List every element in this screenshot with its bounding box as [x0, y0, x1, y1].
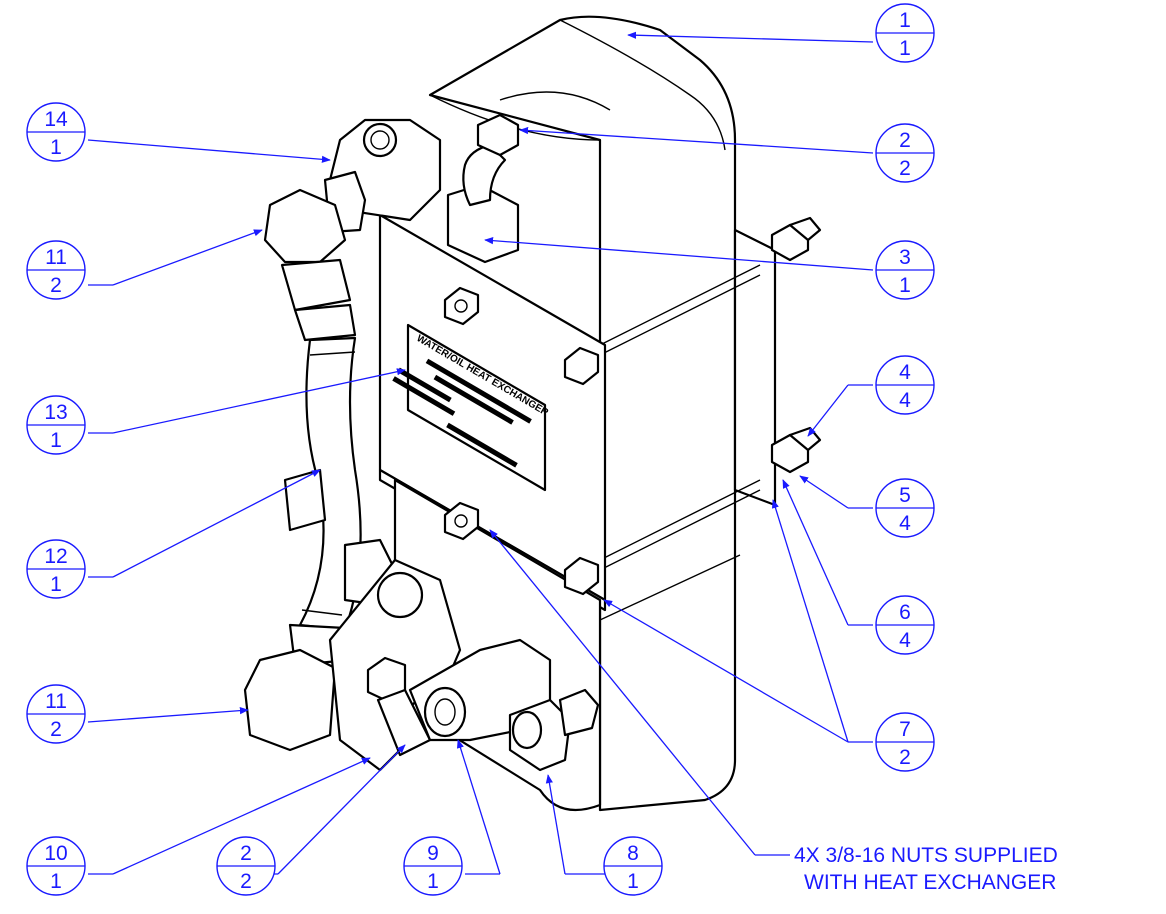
balloon-quantity: 4: [899, 512, 911, 535]
balloon-item-number: 4: [899, 361, 911, 384]
leader-lines: [87, 31, 874, 875]
balloon-item-number: 2: [899, 129, 911, 152]
balloon-quantity: 2: [50, 718, 62, 741]
balloon-item-number: 10: [44, 842, 67, 865]
leader-note-b: [489, 529, 756, 856]
leader-11-bot: [87, 707, 249, 723]
balloon-quantity: 1: [50, 429, 62, 452]
leader-14: [87, 139, 331, 163]
balloon-item-number: 11: [45, 690, 67, 713]
balloon-quantity: 1: [899, 37, 911, 60]
balloon-item-9: 91: [403, 836, 463, 896]
balloon-item-4: 44: [875, 355, 935, 415]
balloon-item-number: 7: [899, 718, 911, 741]
leader-2-top: [519, 126, 874, 154]
nuts-note: 4X 3/8-16 NUTS SUPPLIED WITH HEAT EXCHAN…: [794, 844, 1058, 894]
balloon-quantity: 2: [899, 157, 911, 180]
balloon-item-number: 9: [427, 842, 439, 865]
balloon-quantity: 1: [50, 573, 62, 596]
note-line-1: 4X 3/8-16 NUTS SUPPLIED: [794, 844, 1058, 867]
balloon-quantity: 1: [50, 870, 62, 893]
balloon-item-6: 64: [875, 595, 935, 655]
balloon-item-number: 11: [45, 246, 67, 269]
balloon-item-14: 141: [26, 102, 86, 162]
balloon-item-number: 14: [44, 108, 68, 131]
leader-13b: [112, 368, 406, 434]
balloon-quantity: 1: [427, 870, 439, 893]
balloon-item-number: 3: [899, 246, 911, 269]
balloon-item-5: 54: [875, 478, 935, 538]
balloon-item-7: 72: [875, 712, 935, 772]
balloon-item-8: 81: [603, 836, 663, 896]
leader-6b: [782, 479, 849, 626]
balloon-item-number: 13: [44, 401, 67, 424]
hose-assembly: [243, 118, 600, 772]
balloon-quantity: 1: [899, 274, 911, 297]
leader-9b: [456, 739, 501, 875]
balloon-item-number: 5: [899, 484, 911, 507]
balloon-item-12: 121: [26, 539, 86, 599]
leader-5b: [799, 475, 849, 509]
leader-7b: [603, 599, 849, 743]
balloon-item-3: 31: [875, 240, 935, 300]
balloon-item-number: 6: [899, 601, 911, 624]
leader-12b: [112, 469, 321, 578]
balloon-item-number: 2: [240, 842, 252, 865]
balloon-item-number: 8: [627, 842, 639, 865]
balloon-item-13: 131: [26, 395, 86, 455]
balloon-quantity: 2: [899, 746, 911, 769]
leader-10b: [112, 757, 371, 875]
balloon-item-10: 101: [26, 836, 86, 896]
balloon-item-2: 22: [216, 836, 276, 896]
leader-3: [484, 237, 874, 271]
balloon-item-number: 1: [899, 9, 911, 32]
leader-1: [627, 31, 874, 43]
balloon-quantity: 4: [899, 629, 911, 652]
balloon-quantity: 1: [50, 136, 62, 159]
balloon-item-11: 112: [26, 684, 86, 744]
balloon-quantity: 2: [50, 274, 62, 297]
leader-4b: [807, 384, 849, 437]
note-line-2: WITH HEAT EXCHANGER: [804, 871, 1056, 894]
balloon-quantity: 4: [899, 389, 911, 412]
leader-11-top-b: [112, 229, 263, 286]
balloon-item-1: 11: [875, 3, 935, 63]
balloon-item-11: 112: [26, 240, 86, 300]
balloon-item-2: 22: [875, 123, 935, 183]
balloon-quantity: 1: [627, 870, 639, 893]
leader-7a: [771, 499, 849, 743]
balloon-item-number: 12: [44, 545, 67, 568]
leader-8b: [545, 774, 566, 875]
leader-2-bot-b: [277, 744, 406, 875]
balloon-quantity: 2: [240, 870, 252, 893]
